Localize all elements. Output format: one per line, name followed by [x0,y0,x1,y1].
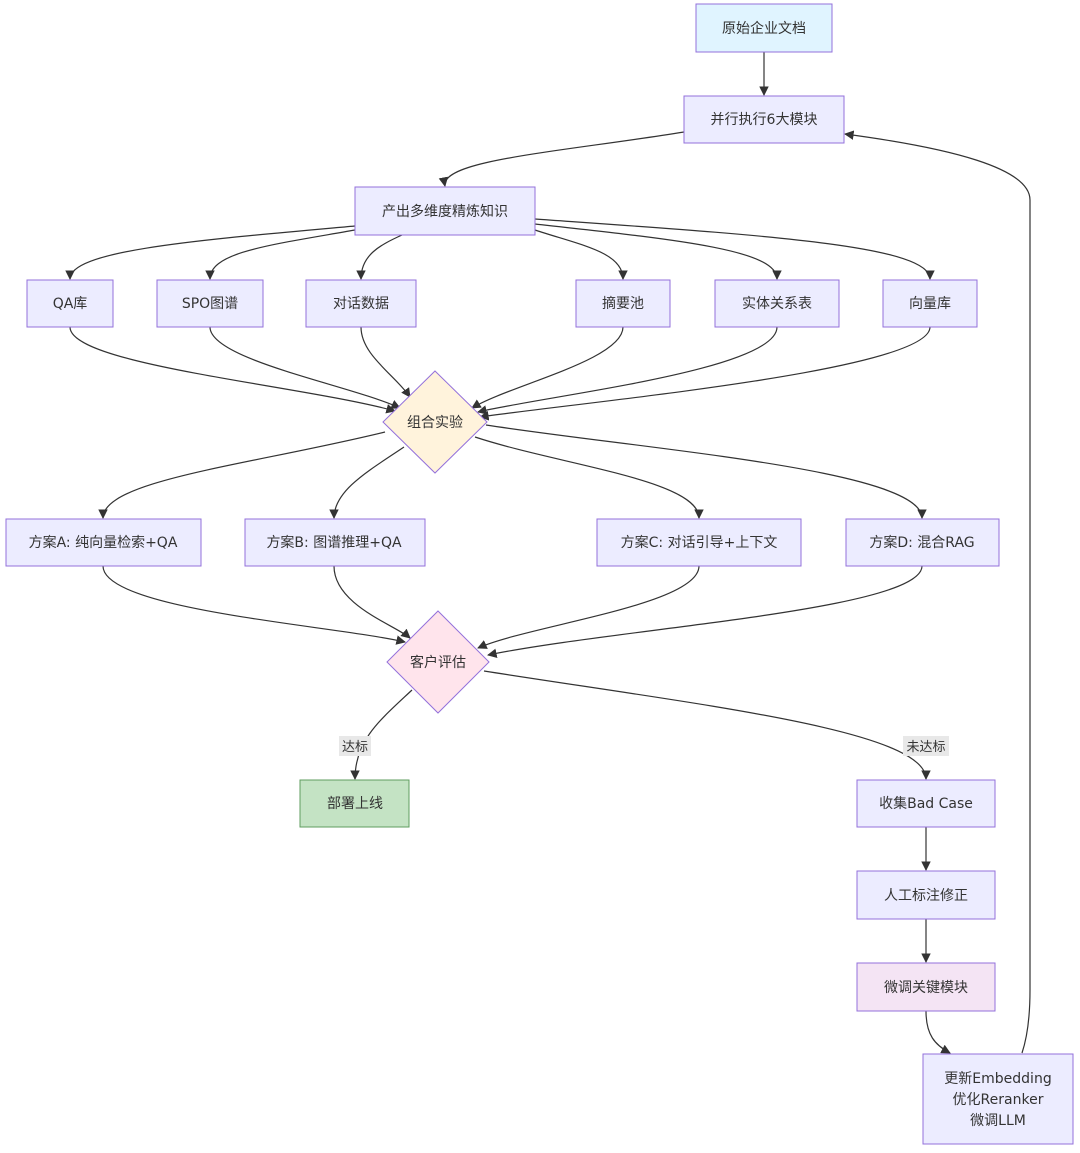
node-bad-case[interactable]: 收集Bad Case [856,779,996,828]
node-summary-label: 摘要池 [602,295,644,312]
edge-label-pass: 达标 [342,740,368,755]
node-qa-lib-label: QA库 [53,296,88,312]
node-update-line-3: 微调LLM [970,1113,1026,1129]
node-combo-label: 组合实验 [407,415,463,431]
edge-label-fail-bg [903,736,949,756]
node-deploy-label: 部署上线 [327,796,383,812]
node-plan-b-label: 方案B: 图谱推理+QA [266,534,402,551]
node-dialog-label: 对话数据 [333,296,389,312]
node-update-line-1: 更新Embedding [944,1071,1051,1087]
node-update-line-2: 优化Reranker [953,1092,1044,1108]
edge-plan-c-to-eval [477,565,700,649]
node-annotate[interactable]: 人工标注修正 [856,870,996,920]
edge-parallel-to-knowledge [438,131,685,187]
node-plan-d-label: 方案D: 混合RAG [869,534,974,551]
node-parallel[interactable]: 并行执行6大模块 [683,95,845,144]
node-vector-label: 向量库 [909,296,951,312]
edge-eval-to-deploy [350,689,413,780]
edge-knowledge-to-entity [534,223,782,280]
edge-summary-to-combo [471,326,624,409]
node-plan-d[interactable]: 方案D: 混合RAG [845,518,1000,567]
node-eval-decision[interactable]: 客户评估 [386,610,490,714]
edge-eval-to-badcase [483,670,931,780]
edge-plan-a-to-eval [102,565,406,645]
node-entity[interactable]: 实体关系表 [714,279,840,328]
node-knowledge-label: 产出多维度精炼知识 [382,203,508,220]
edge-combo-to-plan-a [98,431,386,519]
edge-finetune-to-update [925,1010,951,1054]
node-bad-case-label: 收集Bad Case [879,795,973,812]
node-plan-a-label: 方案A: 纯向量检索+QA [29,534,178,551]
edge-update-to-parallel [844,130,1031,1054]
edge-plan-d-to-eval [487,565,923,658]
node-spo[interactable]: SPO图谱 [156,279,264,328]
node-annotate-label: 人工标注修正 [884,888,968,904]
edge-combo-to-plan-c [474,436,704,519]
edge-dialog-to-combo [360,326,411,398]
node-dialog[interactable]: 对话数据 [305,279,417,328]
edge-vector-to-combo [479,326,931,421]
node-spo-label: SPO图谱 [182,296,238,312]
edge-knowledge-to-qa [65,225,356,280]
node-deploy[interactable]: 部署上线 [299,779,410,828]
node-plan-b[interactable]: 方案B: 图谱推理+QA [244,518,426,567]
node-knowledge[interactable]: 产出多维度精炼知识 [354,186,536,236]
node-entity-label: 实体关系表 [742,296,812,312]
edge-combo-to-plan-b [329,446,405,519]
node-raw-docs-label: 原始企业文档 [722,20,806,37]
node-combo-decision[interactable]: 组合实验 [382,370,488,474]
edge-knowledge-to-vector [534,218,935,280]
edge-knowledge-to-dialog [356,234,403,280]
edge-plan-b-to-eval [333,565,411,639]
node-plan-a[interactable]: 方案A: 纯向量检索+QA [5,518,202,567]
node-plan-c-label: 方案C: 对话引导+上下文 [621,534,778,551]
node-update[interactable]: 更新Embedding 优化Reranker 微调LLM [922,1053,1074,1145]
edge-label-fail: 未达标 [906,740,945,755]
node-plan-c[interactable]: 方案C: 对话引导+上下文 [596,518,802,567]
edge-spo-to-combo [209,326,401,409]
node-qa-lib[interactable]: QA库 [26,279,114,328]
edge-knowledge-to-spo [205,229,356,280]
edges: 达标 未达标 [65,52,1031,1054]
node-raw-docs[interactable]: 原始企业文档 [695,3,833,53]
edge-knowledge-to-summary [534,229,628,280]
node-parallel-label: 并行执行6大模块 [711,112,818,128]
edge-combo-to-plan-d [485,424,927,519]
edge-label-pass-bg [339,736,371,756]
node-vector[interactable]: 向量库 [882,279,978,328]
nodes: 原始企业文档 并行执行6大模块 产出多维度精炼知识 QA库 SPO图谱 对话数据… [5,3,1074,1145]
edge-qa-to-combo [69,326,396,414]
node-eval-label: 客户评估 [410,654,466,671]
edge-entity-to-combo [477,326,778,415]
node-summary[interactable]: 摘要池 [575,279,671,328]
node-finetune-label: 微调关键模块 [884,980,968,996]
node-finetune[interactable]: 微调关键模块 [856,962,996,1012]
